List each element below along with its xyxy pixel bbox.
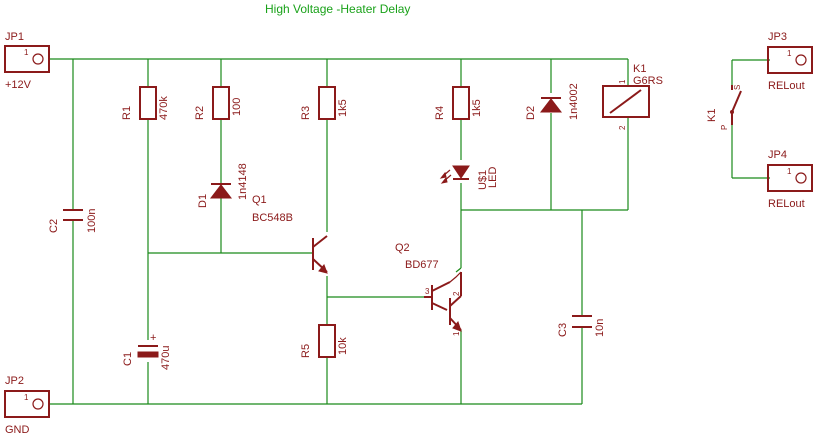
connector-jp3[interactable]: JP3 1 RELout bbox=[767, 31, 813, 92]
relay-switch-name: K1 bbox=[706, 109, 718, 122]
resistor-name: R2 bbox=[194, 106, 206, 120]
relay-switch[interactable]: S P K1 bbox=[706, 85, 742, 130]
led-name: U$1 bbox=[477, 170, 489, 190]
wires bbox=[50, 58, 770, 405]
pin-number: 3 bbox=[425, 287, 430, 296]
resistor-name: R1 bbox=[121, 106, 133, 120]
transistor-q1[interactable]: Q1 BC548B bbox=[252, 194, 328, 274]
led-indicator[interactable]: U$1 LED bbox=[439, 165, 499, 190]
capacitor-c1[interactable]: + C1 470u bbox=[122, 332, 172, 370]
transistor-name: Q1 bbox=[252, 194, 267, 206]
connector-name: JP4 bbox=[768, 149, 787, 161]
diode-name: D1 bbox=[197, 194, 209, 208]
pin-number: 1 bbox=[618, 79, 627, 84]
capacitor-c3[interactable]: C3 10n bbox=[557, 315, 606, 337]
pin-number: 1 bbox=[787, 49, 792, 58]
diode-d2[interactable]: D2 1n4002 bbox=[525, 83, 580, 120]
capacitor-value: 100n bbox=[86, 209, 98, 233]
pin-number: 2 bbox=[452, 291, 461, 296]
resistor-name: R5 bbox=[300, 344, 312, 358]
transistor-q2[interactable]: 3 2 1 Q2 BD677 bbox=[395, 242, 462, 336]
connector-value: +12V bbox=[5, 79, 32, 91]
capacitor-name: C1 bbox=[122, 352, 134, 366]
connector-jp4[interactable]: JP4 1 RELout bbox=[767, 149, 813, 210]
capacitor-value: 10n bbox=[594, 319, 606, 337]
resistor-r2[interactable]: R2 100 bbox=[194, 86, 243, 120]
resistor-name: R4 bbox=[434, 106, 446, 120]
relay-coil[interactable]: K1 G6RS 1 2 bbox=[602, 63, 663, 130]
diode-name: D2 bbox=[525, 106, 537, 120]
transistor-value: BD677 bbox=[405, 259, 439, 271]
capacitor-name: C3 bbox=[557, 323, 569, 337]
pin-number: 1 bbox=[24, 393, 29, 402]
relay-value: G6RS bbox=[633, 75, 663, 87]
resistor-r3[interactable]: R3 1k5 bbox=[300, 86, 349, 120]
diode-value: 1n4148 bbox=[237, 163, 249, 200]
schematic-title: High Voltage -Heater Delay bbox=[265, 2, 410, 16]
resistor-value: 10k bbox=[337, 337, 349, 355]
led-value: LED bbox=[487, 167, 499, 188]
pin-number: 1 bbox=[24, 48, 29, 57]
resistor-value: 1k5 bbox=[471, 99, 483, 117]
capacitor-value: 470u bbox=[160, 346, 172, 370]
connector-value: GND bbox=[5, 424, 30, 436]
resistor-value: 1k5 bbox=[337, 99, 349, 117]
pin-number: 1 bbox=[787, 167, 792, 176]
resistor-r4[interactable]: R4 1k5 bbox=[434, 86, 483, 120]
resistor-name: R3 bbox=[300, 106, 312, 120]
connector-value: RELout bbox=[768, 198, 805, 210]
pin-number: 2 bbox=[618, 125, 627, 130]
polarity-mark: + bbox=[150, 332, 156, 344]
pin-label: P bbox=[720, 125, 729, 130]
resistor-value: 100 bbox=[231, 98, 243, 116]
connector-jp2[interactable]: JP2 1 GND bbox=[4, 375, 50, 436]
transistor-value: BC548B bbox=[252, 212, 293, 224]
connector-name: JP3 bbox=[768, 31, 787, 43]
diode-value: 1n4002 bbox=[568, 83, 580, 120]
transistor-name: Q2 bbox=[395, 242, 410, 254]
diode-d1[interactable]: D1 1n4148 bbox=[197, 163, 249, 208]
connector-name: JP2 bbox=[5, 375, 24, 387]
pin-label: S bbox=[733, 85, 742, 90]
resistor-value: 470k bbox=[158, 96, 170, 120]
pin-number: 1 bbox=[452, 331, 461, 336]
connector-jp1[interactable]: JP1 1 +12V bbox=[4, 31, 50, 91]
connector-value: RELout bbox=[768, 80, 805, 92]
resistor-r5[interactable]: R5 10k bbox=[300, 324, 349, 358]
connector-name: JP1 bbox=[5, 31, 24, 43]
capacitor-c2[interactable]: C2 100n bbox=[48, 209, 98, 233]
capacitor-name: C2 bbox=[48, 219, 60, 233]
relay-name: K1 bbox=[633, 63, 646, 75]
resistor-r1[interactable]: R1 470k bbox=[121, 86, 170, 120]
